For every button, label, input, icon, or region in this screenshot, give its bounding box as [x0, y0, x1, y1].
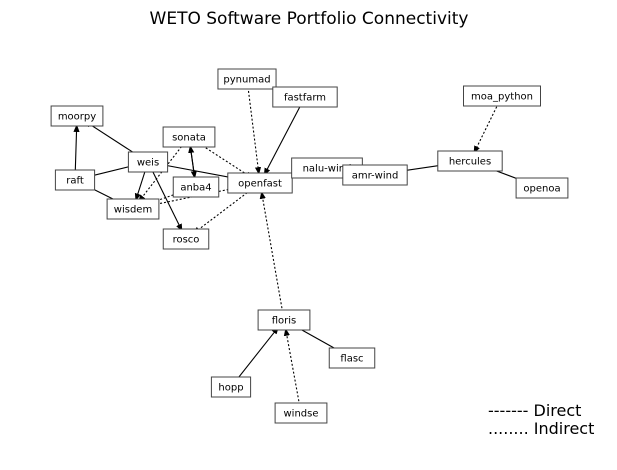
node-box-fastfarm [272, 86, 338, 108]
node-markers-layer [65, 69, 552, 423]
node-label-openfast: openfast [238, 179, 282, 190]
node-box-weis [127, 151, 169, 173]
node-box-openoa [515, 177, 569, 199]
node-flasc[interactable]: flasc [328, 347, 376, 369]
node-anba4[interactable]: anba4 [172, 176, 220, 198]
legend-indirect: ........ Indirect [488, 419, 594, 438]
node-box-windse [274, 402, 328, 424]
figure-title: WETO Software Portfolio Connectivity [150, 9, 469, 29]
node-box-sonata [162, 126, 216, 148]
node-hercules[interactable]: hercules [437, 150, 503, 172]
edges-layer [73, 78, 535, 414]
edge-pynumad-to-openfast [246, 78, 262, 175]
node-openoa[interactable]: openoa [515, 177, 569, 199]
node-label-amr-wind: amr-wind [352, 171, 399, 182]
legend-direct: ------- Direct [488, 401, 581, 420]
node-box-pynumad [217, 68, 277, 90]
node-label-pynumad: pynumad [223, 75, 270, 86]
node-box-anba4 [172, 176, 220, 198]
node-label-windse: windse [283, 409, 318, 420]
node-label-moa_python: moa_python [471, 92, 533, 103]
node-box-hopp [210, 376, 252, 398]
node-label-nalu-wind: nalu-wind [303, 164, 352, 175]
node-raft[interactable]: raft [54, 169, 96, 191]
node-label-hopp: hopp [218, 383, 243, 394]
node-box-hercules [437, 150, 503, 172]
node-box-raft [54, 169, 96, 191]
node-label-flasc: flasc [340, 354, 363, 365]
node-box-amr-wind [342, 164, 408, 186]
legend: ------- Direct ........ Indirect [488, 401, 594, 438]
node-label-wisdem: wisdem [114, 205, 152, 216]
node-pynumad[interactable]: pynumad [217, 68, 277, 90]
node-windse[interactable]: windse [274, 402, 328, 424]
node-label-anba4: anba4 [180, 183, 211, 194]
node-weis[interactable]: weis [127, 151, 169, 173]
node-box-floris [257, 309, 311, 331]
node-box-flasc [328, 347, 376, 369]
node-box-moorpy [50, 105, 104, 127]
node-floris[interactable]: floris [257, 309, 311, 331]
edge-fastfarm-to-openfast [263, 96, 306, 176]
node-box-moa_python [463, 85, 541, 107]
node-amr-wind[interactable]: amr-wind [342, 164, 408, 186]
node-label-rosco: rosco [173, 235, 200, 246]
node-label-moorpy: moorpy [58, 112, 96, 123]
node-moa_python[interactable]: moa_python [463, 85, 541, 107]
node-box-openfast [227, 172, 293, 194]
node-fastfarm[interactable]: fastfarm [272, 86, 338, 108]
node-label-openoa: openoa [523, 184, 560, 195]
edge-floris-to-openfast [259, 191, 285, 321]
node-label-raft: raft [66, 176, 84, 187]
node-label-sonata: sonata [172, 133, 206, 144]
node-label-weis: weis [137, 158, 159, 169]
node-hopp[interactable]: hopp [210, 376, 252, 398]
node-box-rosco [162, 228, 210, 250]
node-rosco[interactable]: rosco [162, 228, 210, 250]
node-openfast[interactable]: openfast [227, 172, 293, 194]
node-moorpy[interactable]: moorpy [50, 105, 104, 127]
edge-weis-to-rosco [147, 161, 183, 232]
node-label-floris: floris [272, 316, 297, 327]
node-sonata[interactable]: sonata [162, 126, 216, 148]
edge-windse-to-floris [283, 328, 302, 414]
node-box-wisdem [106, 198, 160, 220]
node-label-hercules: hercules [449, 157, 491, 168]
node-wisdem[interactable]: wisdem [106, 198, 160, 220]
edge-moa_python-to-hercules [473, 95, 503, 154]
node-label-fastfarm: fastfarm [284, 93, 326, 104]
